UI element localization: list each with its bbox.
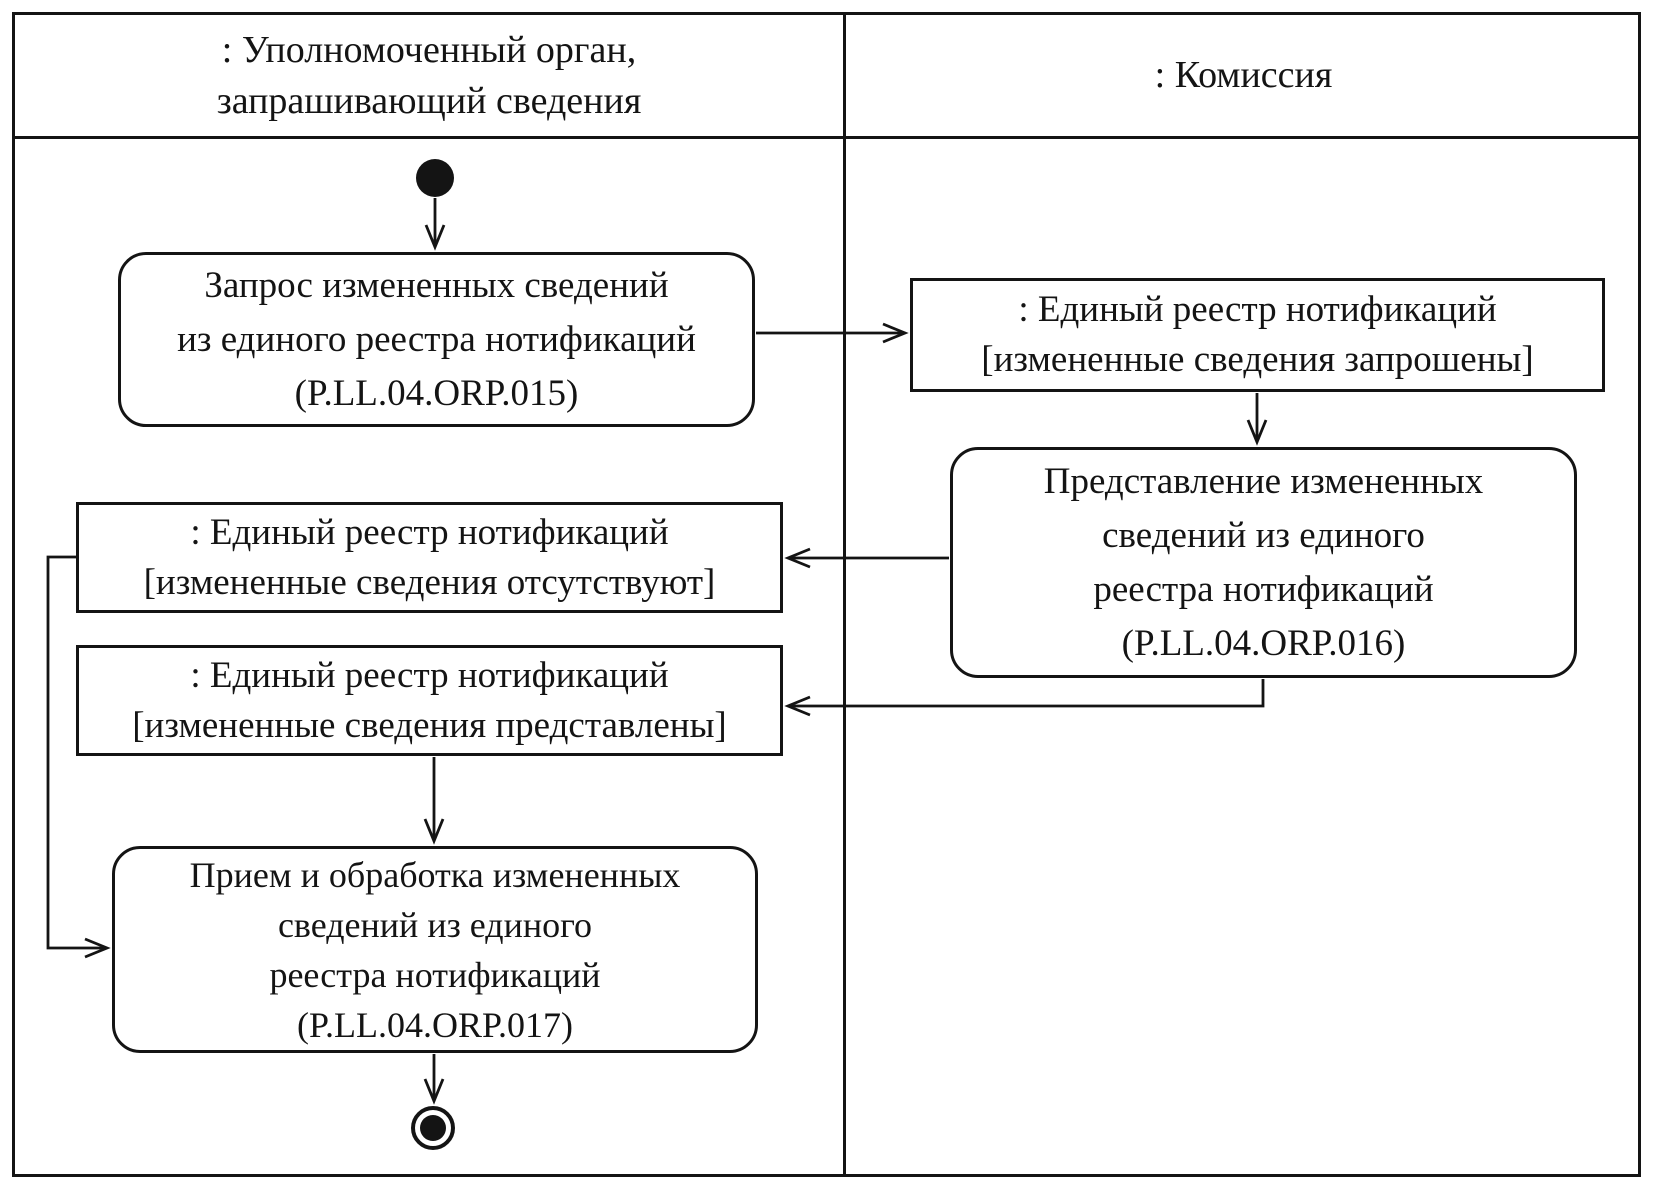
lane-title-line: : Комиссия [1154,54,1333,96]
initial-state-node [416,159,454,197]
activity-label-line: (P.LL.04.ORP.015) [294,372,579,414]
object-label-line: : Единый реестр нотификаций [190,511,669,553]
object-label-line: : Единый реестр нотификаций [1018,289,1497,330]
object-registry-requested: : Единый реестр нотификаций [измененные … [910,278,1605,392]
activity-label-line: из единого реестра нотификаций [177,318,696,360]
activity-receive-process-changed-data: Прием и обработка измененных сведений из… [112,846,758,1053]
swimlane-divider [843,12,846,1177]
lane-title-line: : Уполномоченный орган, [221,28,637,71]
object-registry-provided: : Единый реестр нотификаций [измененные … [76,645,783,756]
object-label-line: [измененные сведения запрошены] [981,339,1534,380]
activity-label-line: реестра нотификаций [1093,568,1434,610]
activity-present-changed-data: Представление измененных сведений из еди… [950,447,1577,678]
lane-title-commission: : Комиссия [846,15,1641,136]
object-label-line: [измененные сведения отсутствуют] [143,561,716,603]
activity-label-line: (P.LL.04.ORP.016) [1121,622,1406,664]
activity-label-line: сведений из единого [1102,514,1425,556]
activity-label-line: сведений из единого [277,904,593,945]
activity-label-line: реестра нотификаций [269,954,601,995]
edge-registry-absent-to-receive [46,555,111,959]
lane-title-line: запрашивающий сведения [216,79,642,122]
object-label-line: [измененные сведения представлены] [132,704,727,746]
diagram-frame [12,12,1641,1177]
activity-label-line: Запрос измененных сведений [204,264,669,306]
lane-title-authorized-body: : Уполномоченный орган, запрашивающий св… [15,15,843,136]
final-state-inner-dot [420,1115,446,1141]
final-state-node [411,1106,455,1150]
activity-label-line: Представление измененных [1043,460,1484,502]
edge-present-to-registry-provided [784,679,1265,717]
activity-label-line: (P.LL.04.ORP.017) [296,1004,574,1045]
activity-request-changed-data: Запрос измененных сведений из единого ре… [118,252,755,427]
lane-header-separator [12,136,1641,139]
activity-label-line: Прием и обработка измененных [189,854,681,895]
object-label-line: : Единый реестр нотификаций [190,654,669,696]
object-registry-absent: : Единый реестр нотификаций [измененные … [76,502,783,613]
